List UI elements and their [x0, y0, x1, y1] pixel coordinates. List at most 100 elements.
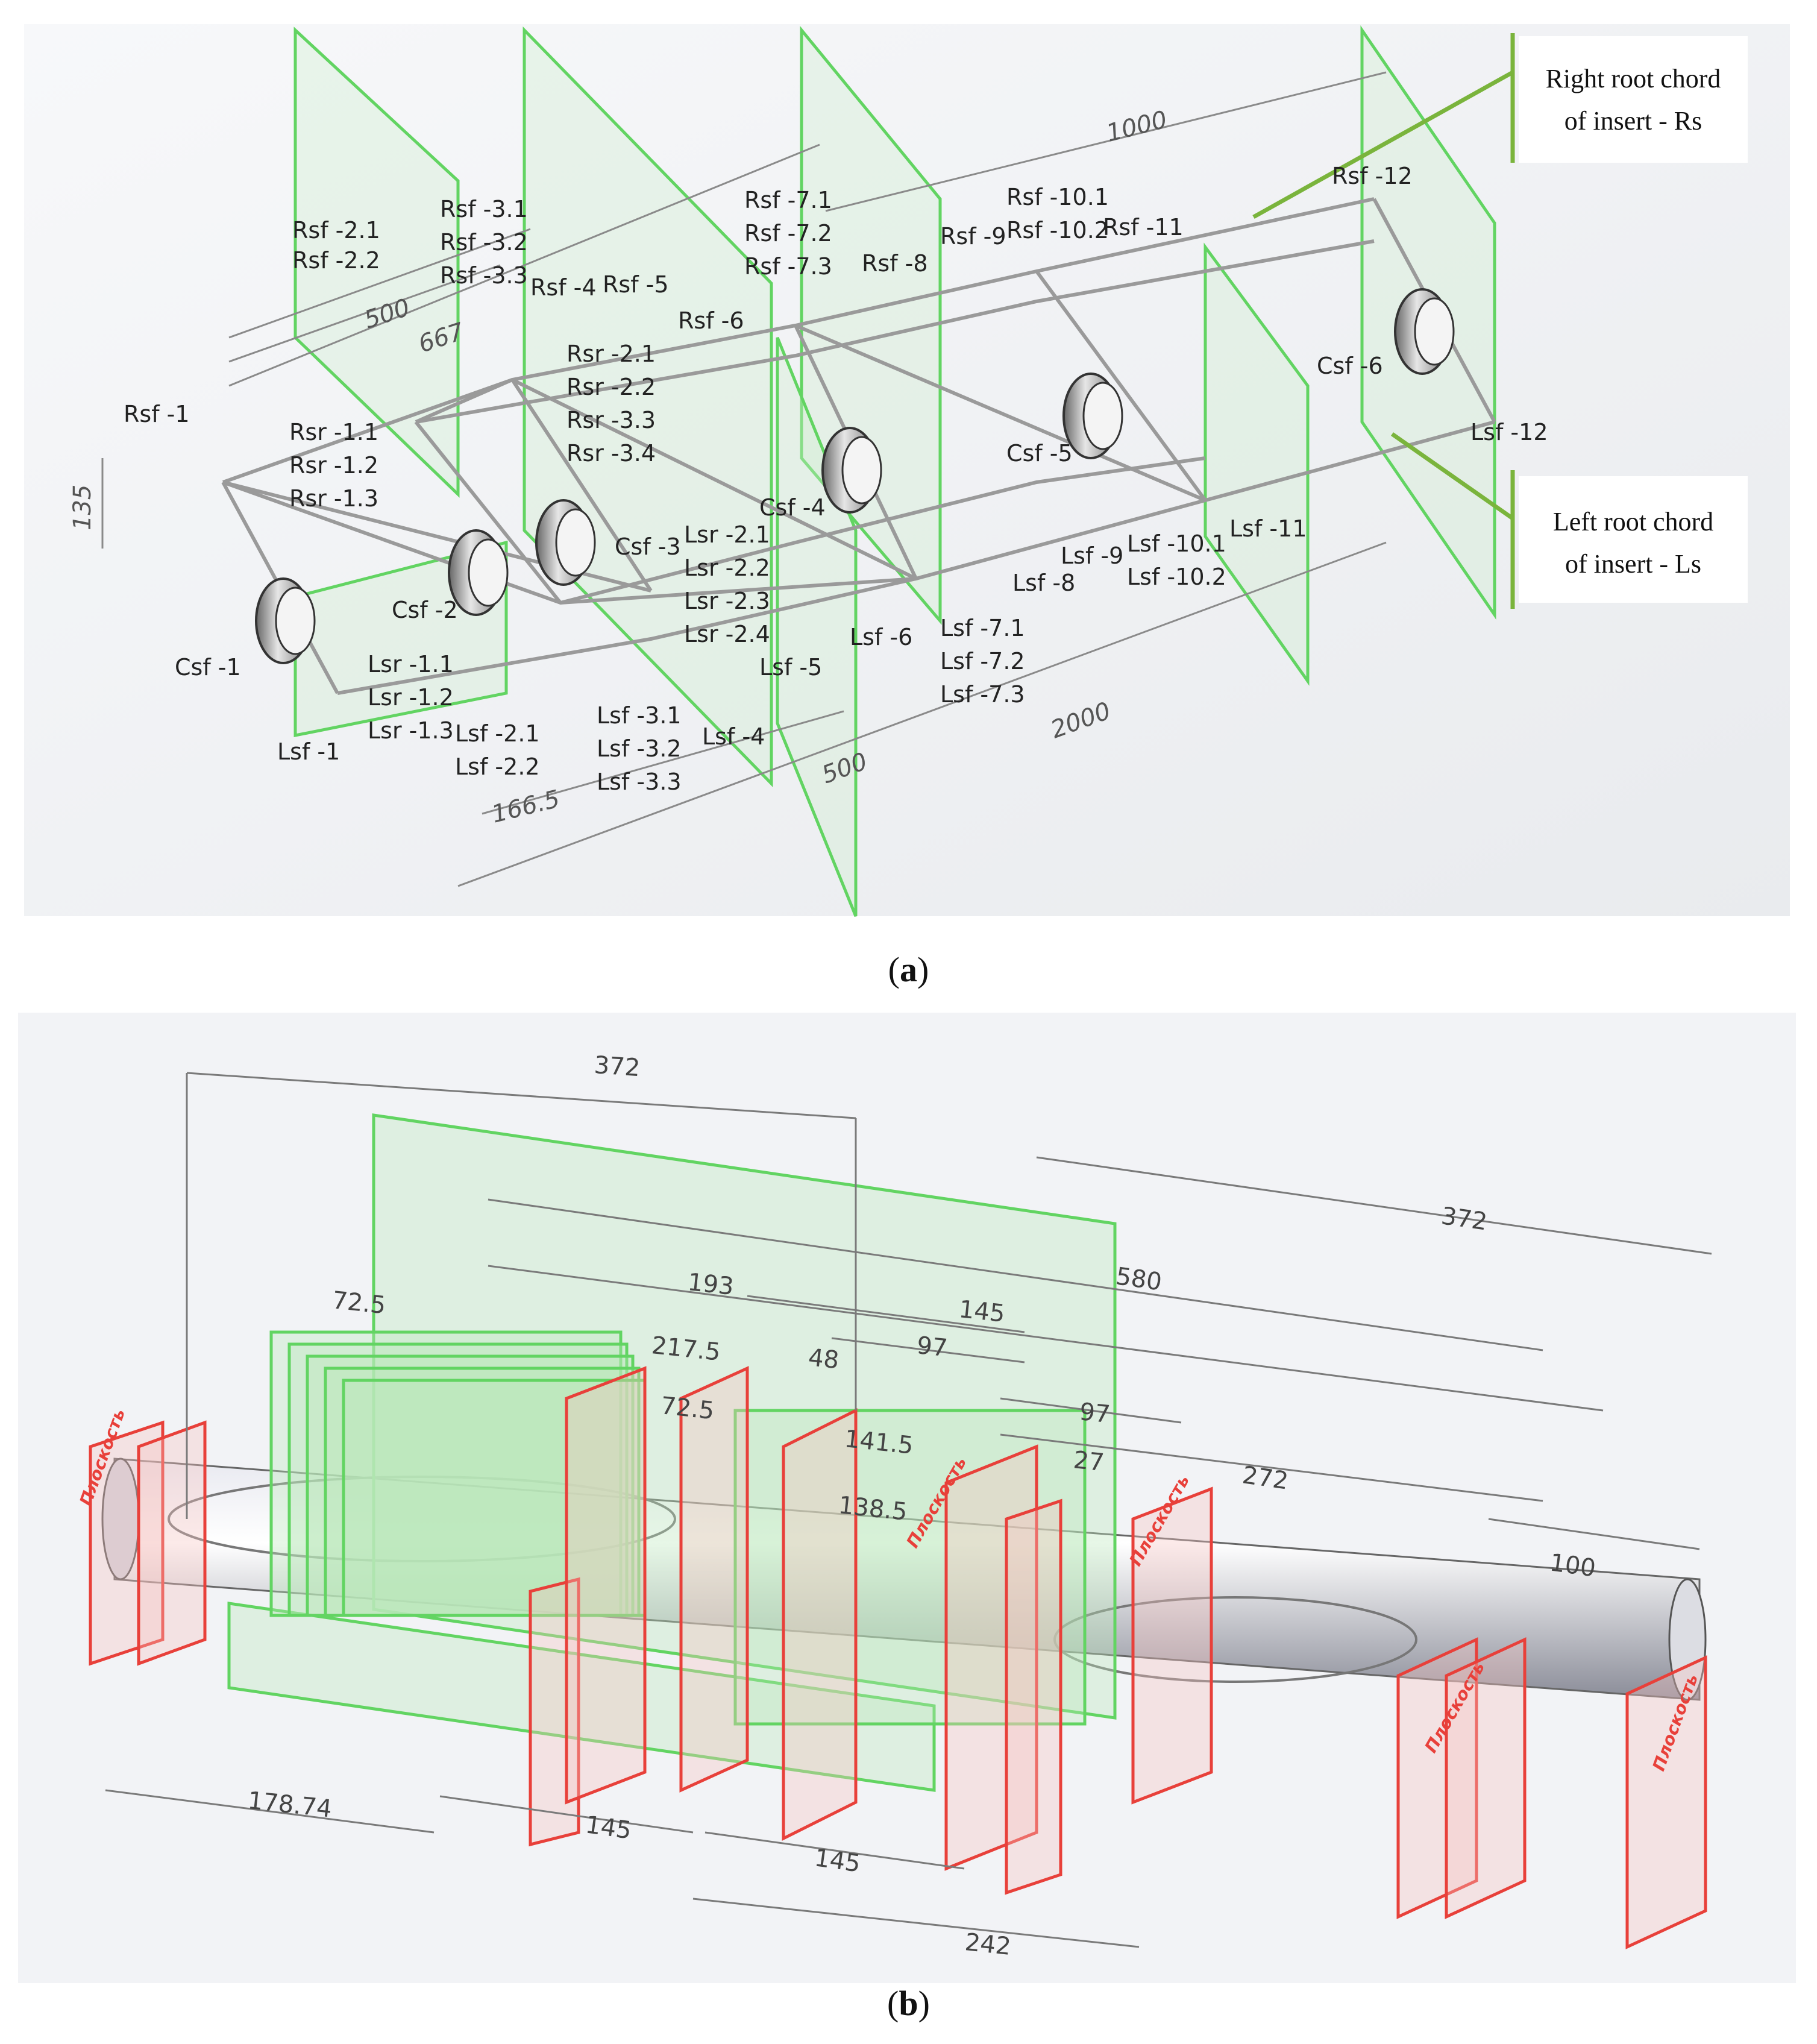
label-rsr3-4: Rsr -3.4	[566, 440, 656, 467]
label-rsf3-1: Rsf -3.1	[440, 196, 528, 222]
dim-242: 242	[964, 1928, 1012, 1961]
label-lsf7-3: Lsf -7.3	[940, 681, 1025, 708]
callout-left-line2: of insert - Ls	[1565, 549, 1701, 579]
dim-145-lower-left: 145	[584, 1811, 633, 1844]
label-lsf7-1: Lsf -7.1	[940, 615, 1025, 641]
dim-580: 580	[1114, 1262, 1164, 1296]
ring-csf2	[448, 529, 509, 616]
ring-csf5	[1062, 373, 1123, 459]
label-lsf10-1: Lsf -10.1	[1127, 530, 1226, 557]
ring-csf4	[821, 427, 882, 514]
dim-97-mid: 97	[1078, 1398, 1111, 1429]
label-rsf3-2: Rsf -3.2	[440, 229, 528, 256]
label-rsf4: Rsf -4	[530, 274, 597, 301]
label-lsf9: Lsf -9	[1061, 542, 1123, 569]
dim-145-top: 145	[958, 1295, 1006, 1328]
green-plane-stack-5	[342, 1379, 647, 1617]
dim-193: 193	[686, 1268, 735, 1301]
ring-csf6	[1394, 288, 1455, 375]
plane-1	[293, 27, 460, 498]
red-plane-9	[1131, 1486, 1213, 1805]
label-csf2: Csf -2	[392, 597, 458, 623]
green-plane-stack-2	[287, 1342, 629, 1617]
label-csf6: Csf -6	[1317, 353, 1383, 379]
dim-372-left: 372	[593, 1051, 641, 1082]
label-rsr1-1: Rsr -1.1	[289, 419, 378, 445]
green-planes-b	[227, 1113, 1117, 1792]
label-rsf1: Rsf -1	[124, 401, 190, 427]
label-lsr2-1: Lsr -2.1	[684, 521, 770, 548]
red-plane-8	[1005, 1498, 1062, 1895]
label-rsf2-1: Rsf -2.1	[292, 217, 380, 244]
callout-left-root-chord: Left root chord of insert - Ls	[1390, 432, 1748, 609]
label-rsf7-3: Rsf -7.3	[744, 253, 832, 280]
panel-a-truss-model: Right root chord of insert - Rs Left roo…	[0, 0, 1817, 940]
label-rsf8: Rsf -8	[862, 250, 928, 277]
callout-right-line1: Right root chord	[1546, 64, 1721, 93]
ring-csf3	[535, 499, 596, 586]
red-plane-7	[944, 1444, 1038, 1871]
dimension-lines-b	[105, 1072, 1712, 1948]
red-plane-4	[565, 1366, 647, 1805]
ring-csf1	[255, 577, 316, 664]
dim-97-top: 97	[915, 1332, 949, 1362]
label-rsr2-2: Rsr -2.2	[566, 374, 656, 400]
label-lsf2-1: Lsf -2.1	[455, 720, 540, 747]
dim-100: 100	[1548, 1549, 1598, 1582]
label-lsf7-2: Lsf -7.2	[940, 648, 1025, 675]
fuselage-tube	[101, 1458, 1707, 1701]
dim-145-lower-right: 145	[813, 1844, 862, 1878]
green-plane-lower	[227, 1602, 936, 1792]
label-rsf2-2: Rsf -2.2	[292, 247, 380, 274]
caption-a: (a)	[888, 950, 929, 989]
green-plane-stack-4	[324, 1366, 641, 1617]
green-plane-stack-3	[306, 1354, 635, 1617]
dim-48: 48	[807, 1344, 840, 1374]
label-lsf8: Lsf -8	[1012, 570, 1075, 596]
label-lsf1: Lsf -1	[277, 738, 340, 765]
red-planes	[89, 1366, 1707, 1949]
label-lsr1-2: Lsr -1.2	[368, 684, 454, 711]
red-plane-12	[1625, 1655, 1707, 1949]
label-rsr3-3: Rsr -3.3	[566, 407, 656, 433]
label-lsf10-2: Lsf -10.2	[1127, 564, 1226, 590]
dim-72-5-top: 72.5	[331, 1286, 387, 1319]
label-rsr2-1: Rsr -2.1	[566, 341, 656, 367]
label-rsf9: Rsf -9	[940, 223, 1006, 250]
label-csf3: Csf -3	[615, 533, 681, 560]
label-csf5: Csf -5	[1006, 440, 1073, 467]
label-lsf4: Lsf -4	[702, 723, 765, 750]
label-rsf11: Rsf -11	[1103, 214, 1184, 241]
dim-72-5-mid: 72.5	[659, 1392, 715, 1425]
label-rsf3-3: Rsf -3.3	[440, 262, 528, 289]
label-lsf3-1: Lsf -3.1	[597, 702, 682, 729]
label-rsr1-3: Rsr -1.3	[289, 485, 378, 512]
red-plane-1	[89, 1420, 165, 1666]
dimension-lines	[101, 71, 1387, 887]
callout-right-root-chord: Right root chord of insert - Rs	[1252, 33, 1748, 219]
rings	[255, 288, 1455, 664]
panel-a-drawing: Right root chord of insert - Rs Left roo…	[24, 24, 1790, 917]
green-plane-large	[372, 1113, 1117, 1720]
label-lsf6: Lsf -6	[850, 624, 912, 650]
callout-left-line1: Left root chord	[1553, 507, 1713, 536]
label-lsr1-3: Lsr -1.3	[368, 717, 454, 744]
label-rsf10-2: Rsf -10.2	[1006, 217, 1109, 244]
red-plane-11	[1445, 1637, 1527, 1919]
red-plane-6	[782, 1407, 858, 1841]
label-rsf10-1: Rsf -10.1	[1006, 184, 1109, 210]
label-lsf11: Lsf -11	[1229, 515, 1307, 542]
caption-a-letter: a	[900, 950, 917, 989]
red-plane-5	[679, 1366, 749, 1793]
label-lsf5: Lsf -5	[759, 654, 822, 681]
label-rsf7-1: Rsf -7.1	[744, 187, 832, 213]
dimension-values-b: 372 372 580 193 145 72.5 217.5 48 97 72.…	[246, 1051, 1598, 1961]
dim-27: 27	[1072, 1446, 1105, 1477]
node-labels: Rsf -1 Rsf -2.1 Rsf -2.2 Rsf -3.1 Rsf -3…	[124, 163, 1548, 795]
label-rsf12: Rsf -12	[1332, 163, 1413, 189]
label-rsr1-2: Rsr -1.2	[289, 452, 378, 479]
caption-b-letter: b	[899, 1984, 918, 2023]
red-plane-10	[1396, 1637, 1478, 1919]
label-lsf12: Lsf -12	[1470, 419, 1548, 445]
label-rsf7-2: Rsf -7.2	[744, 220, 832, 247]
